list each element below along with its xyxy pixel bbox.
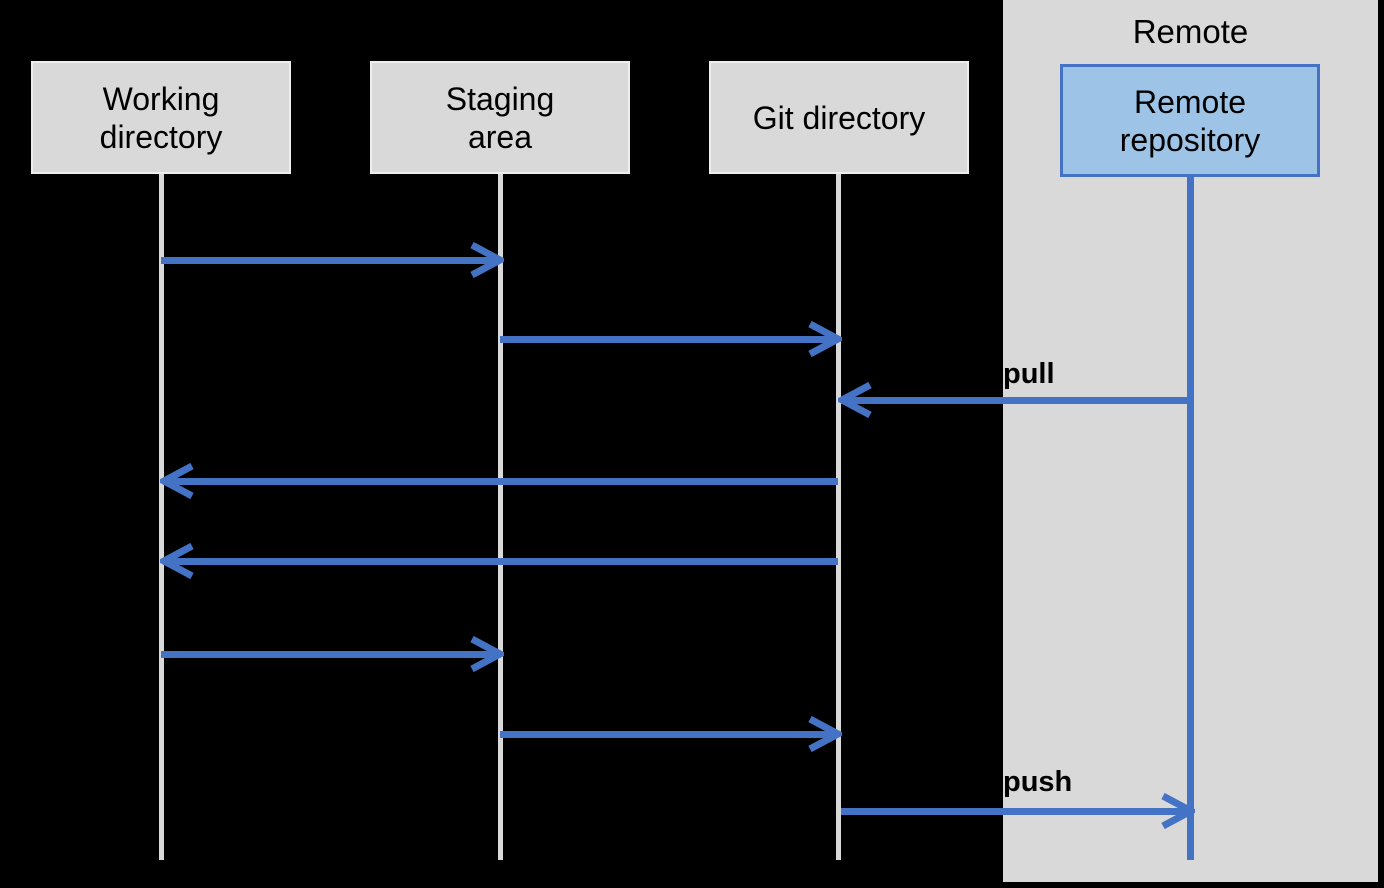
- node-remote-repository[interactable]: Remote repository: [1060, 64, 1320, 177]
- message-line-working-to-staging-2: [161, 651, 497, 658]
- node-label-staging-area: Staging area: [445, 80, 555, 155]
- node-git-directory[interactable]: Git directory: [709, 61, 969, 174]
- node-label-working-directory: Working directory: [99, 80, 223, 155]
- lifeline-git-directory: [836, 174, 841, 860]
- lifeline-remote-repository: [1187, 177, 1194, 860]
- node-working-directory[interactable]: Working directory: [31, 61, 291, 174]
- message-line-push: [841, 808, 1188, 815]
- message-label-push: push: [1003, 766, 1073, 798]
- message-line-staging-to-git-1: [500, 336, 835, 343]
- message-line-pull: [841, 397, 1193, 404]
- node-label-git-directory: Git directory: [752, 99, 926, 136]
- node-label-remote-repository: Remote repository: [1119, 83, 1261, 158]
- lifeline-staging-area: [498, 174, 503, 860]
- message-line-working-to-staging-1: [161, 257, 497, 264]
- message-label-pull: pull: [1003, 358, 1055, 390]
- remote-panel-title: Remote: [1132, 13, 1249, 50]
- message-line-git-to-working-1: [163, 478, 838, 485]
- message-line-staging-to-git-2: [500, 731, 835, 738]
- lifeline-working-directory: [159, 174, 164, 860]
- node-staging-area[interactable]: Staging area: [370, 61, 630, 174]
- message-line-git-to-working-2: [163, 558, 838, 565]
- canvas-right-border: [1378, 0, 1384, 888]
- canvas-bottom-border: [0, 882, 1384, 888]
